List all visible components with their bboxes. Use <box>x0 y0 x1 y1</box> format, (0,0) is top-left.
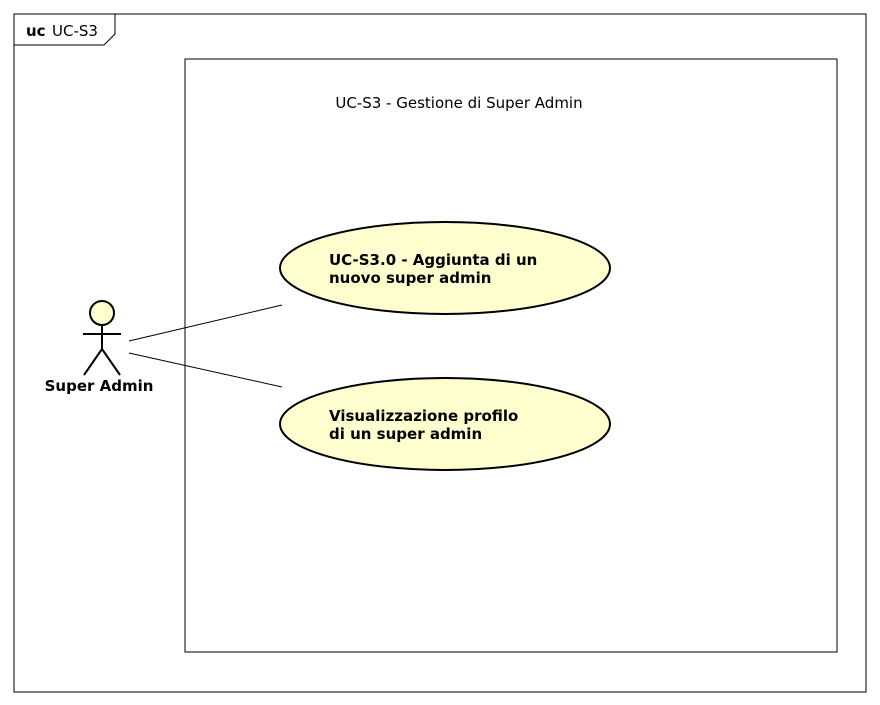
association-line-1 <box>128 304 283 342</box>
frame-border <box>13 13 867 693</box>
frame-keyword: uc <box>26 22 46 40</box>
system-boundary-rect <box>184 58 838 653</box>
use-case-visualizzazione: Visualizzazione profilo di un super admi… <box>279 377 611 471</box>
actor-label: Super Admin <box>45 377 154 395</box>
frame-tab <box>14 14 116 46</box>
system-boundary: UC-S3 - Gestione di Super Admin <box>184 58 838 653</box>
actor-super-admin: Super Admin <box>45 300 154 395</box>
diagram-frame: uc UC-S3 <box>13 13 867 693</box>
system-title: UC-S3 - Gestione di Super Admin <box>335 94 582 112</box>
use-case-text-line2: di un super admin <box>329 425 482 443</box>
use-case-aggiunta: UC-S3.0 - Aggiunta di un nuovo super adm… <box>279 221 611 315</box>
use-case-text-line1: UC-S3.0 - Aggiunta di un <box>329 251 537 269</box>
use-case-text-line2: nuovo super admin <box>329 269 491 287</box>
use-case-text-line1: Visualizzazione profilo <box>329 407 518 425</box>
use-case-ellipse <box>279 377 611 471</box>
frame-name: UC-S3 <box>52 22 98 40</box>
use-case-ellipse <box>279 221 611 315</box>
stick-figure-icon <box>83 300 121 376</box>
association-line-2 <box>128 352 283 388</box>
